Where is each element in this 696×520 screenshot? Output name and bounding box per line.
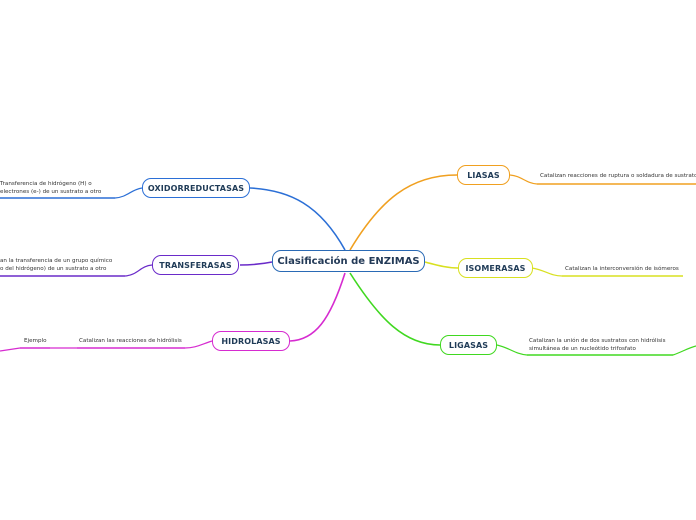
topic-liasas[interactable]: LIASAS <box>457 165 510 185</box>
topic-isomerasas[interactable]: ISOMERASAS <box>458 258 533 278</box>
branch-oxidorreductasas <box>249 187 346 251</box>
leaf-isomerasas[interactable]: Catalizan la interconversión de isómeros <box>565 265 679 273</box>
connector-hidro-ejemplo-next <box>0 347 21 352</box>
leaf-oxidorreductasas-line-1: Transferencia de hidrógeno (H) o <box>0 181 92 187</box>
connector-ligasas-leaf <box>496 344 528 356</box>
topic-liasas-label: LIASAS <box>467 170 500 180</box>
leaf-ligasas[interactable]: Catalizan la unión de dos sustratos con … <box>529 337 666 353</box>
topic-hidrolasas-label: HIDROLASAS <box>221 336 281 346</box>
branch-transferasas <box>239 261 273 266</box>
central-topic-label: Clasificación de ENZIMAS <box>277 255 420 267</box>
leaf-oxidorreductasas[interactable]: Transferencia de hidrógeno (H) o electro… <box>0 180 101 196</box>
topic-oxidorreductasas-label: OXIDORREDUCTASAS <box>147 183 245 193</box>
topic-transferasas-label: TRANSFERASAS <box>159 260 232 270</box>
topic-hidrolasas[interactable]: HIDROLASAS <box>212 331 290 351</box>
branch-hidrolasas <box>289 272 346 342</box>
leaf-transferasas-line-2: o del hidrógeno) de un sustrato a otro <box>0 266 107 272</box>
leaf-transferasas[interactable]: an la transferencia de un grupo químico … <box>0 257 112 273</box>
branch-isomerasas <box>424 261 459 269</box>
central-topic[interactable]: Clasificación de ENZIMAS <box>272 250 425 272</box>
connector-hidro-leaf <box>184 340 213 349</box>
leaf-transferasas-line-1: an la transferencia de un grupo químico <box>0 258 113 264</box>
connector-liasas-leaf <box>509 174 538 185</box>
topic-ligasas[interactable]: LIGASAS <box>440 335 497 355</box>
connector-trans-leaf <box>124 264 153 277</box>
leaf-hidrolasas-ejemplo[interactable]: Ejemplo <box>24 337 47 345</box>
topic-transferasas[interactable]: TRANSFERASAS <box>152 255 239 275</box>
leaf-isomerasas-text: Catalizan la interconversión de isómeros <box>565 266 679 272</box>
topic-isomerasas-label: ISOMERASAS <box>465 263 526 273</box>
connector-oxido-leaf <box>114 187 143 199</box>
leaf-liasas[interactable]: Catalizan reacciones de ruptura o soldad… <box>540 172 696 180</box>
branch-ligasas <box>349 272 441 346</box>
leaf-hidrolasas-ejemplo-text: Ejemplo <box>24 338 47 344</box>
topic-ligasas-label: LIGASAS <box>448 340 489 350</box>
leaf-oxidorreductasas-line-2: electrones (e-) de un sustrato a otro <box>0 189 102 195</box>
branch-liasas <box>349 174 458 251</box>
leaf-liasas-text: Catalizan reacciones de ruptura o soldad… <box>540 173 696 179</box>
connector-iso-leaf <box>531 267 563 277</box>
leaf-hidrolasas-descripcion[interactable]: Catalizan las reacciones de hidrólisis <box>79 337 182 345</box>
connector-ligasas-next <box>672 345 696 356</box>
leaf-ligasas-line-1: Catalizan la unión de dos sustratos con … <box>529 338 666 344</box>
leaf-hidrolasas-descripcion-text: Catalizan las reacciones de hidrólisis <box>79 338 182 344</box>
topic-oxidorreductasas[interactable]: OXIDORREDUCTASAS <box>142 178 250 198</box>
leaf-ligasas-line-2: simultánea de un nucleótido trifosfato <box>529 346 636 352</box>
